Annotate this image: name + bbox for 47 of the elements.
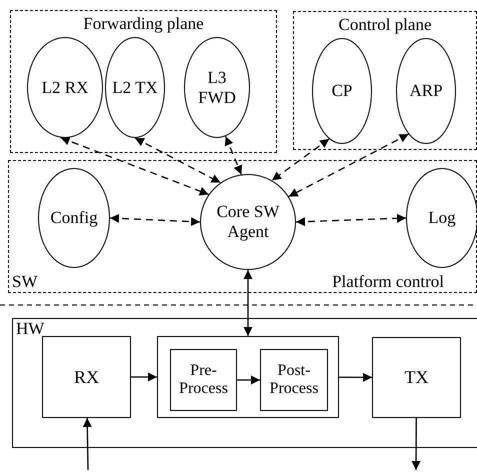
group-title: Control plane — [337, 16, 432, 33]
arrow — [339, 372, 372, 382]
hardware-frame — [12, 318, 477, 448]
node-label: Post- Process — [268, 362, 320, 398]
node-label: L3 FWD — [197, 68, 237, 108]
group-label: Platform control — [332, 273, 444, 290]
node-label: Config — [49, 208, 99, 228]
node-label: TX — [404, 367, 430, 388]
process-ellipse — [184, 37, 250, 138]
process-ellipse — [105, 37, 165, 138]
node-label: Core SW Agent — [216, 202, 280, 242]
arrow — [244, 270, 252, 336]
process-box — [260, 349, 328, 411]
node-label: L2 TX — [111, 78, 159, 98]
node-label: L2 RX — [40, 78, 90, 98]
dashed-group-frame — [8, 160, 477, 293]
arrow — [288, 134, 409, 198]
group-label: HW — [16, 320, 44, 337]
group-label: SW — [12, 273, 38, 290]
process-box — [170, 349, 237, 411]
node-label: Log — [427, 208, 457, 228]
process-ellipse — [396, 38, 456, 144]
arrow — [82, 418, 92, 470]
node-label: RX — [72, 366, 100, 388]
arrow — [134, 137, 221, 184]
process-ellipse — [27, 37, 103, 138]
process-ellipse — [38, 168, 110, 268]
process-box — [372, 337, 461, 418]
process-box — [42, 336, 131, 418]
arrow — [272, 138, 330, 181]
process-ellipse — [312, 38, 372, 144]
arrow — [131, 372, 157, 382]
arrow — [110, 214, 200, 226]
arrow — [224, 136, 242, 175]
process-ellipse — [406, 168, 477, 268]
dashed-group-frame — [10, 10, 277, 153]
empty-box — [157, 336, 339, 418]
node-label: CP — [330, 81, 354, 101]
process-ellipse — [200, 174, 296, 270]
node-label: Pre- Process — [178, 362, 229, 398]
arrow — [60, 136, 209, 196]
arrow — [296, 214, 406, 226]
arrow — [237, 376, 260, 384]
arrow — [412, 418, 421, 470]
dashed-group-frame — [293, 11, 477, 150]
node-label: ARP — [408, 81, 444, 101]
group-title: Forwarding plane — [82, 15, 205, 32]
